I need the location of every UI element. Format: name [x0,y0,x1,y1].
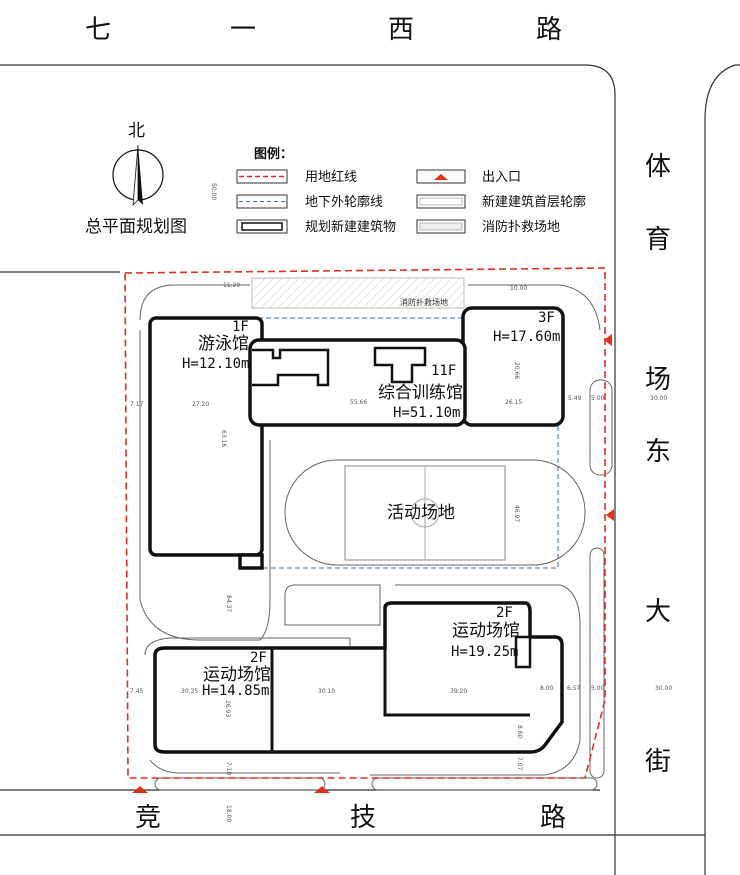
road-char: 街 [645,747,671,777]
label: 运动场馆 [452,621,520,641]
label: 30.35 [181,688,198,695]
field-label: 活动场地 [387,503,455,523]
label: 11F [431,363,456,379]
label: 8.00 [540,685,554,692]
label: H=14.85m [202,683,269,699]
entrances [132,334,614,793]
legend-label: 新建建筑首层轮廓 [482,194,586,210]
entrance-icon [606,509,614,521]
legend-label: 规划新建建筑物 [305,219,396,235]
label: H=51.10m [393,405,460,421]
label: 运动场馆 [203,665,271,685]
label: 2F [250,650,267,666]
label: 46.97 [513,505,520,522]
road-char: 大 [645,597,671,627]
road-char: 路 [536,15,562,45]
east-road-label: 体 育 场 东 大 街 [645,152,671,777]
label: 10.00 [510,285,527,292]
label: H=17.60m [493,329,560,345]
entrance-icon [132,786,148,793]
building-annex: 3F H=17.60m [461,306,565,427]
label: 50.00 [210,183,217,200]
label: 2F [496,605,513,621]
south-road-label: 竞 技 路 [135,803,566,833]
building-arenas: 2F 运动场馆 H=14.85m 2F 运动场馆 H=19.25m [153,601,564,754]
label: 1F [232,319,249,335]
building-training: 11F 综合训练馆 H=51.10m [248,338,467,427]
label: 30.00 [655,685,672,692]
activity-field: 活动场地 [284,459,586,566]
entrance-icon [314,786,330,793]
legend-label: 用地红线 [305,169,357,185]
label: 7.45 [130,688,144,695]
label: 39.20 [450,688,467,695]
label: 84.37 [225,595,232,612]
label: 27.20 [192,401,209,408]
fire-rescue-area: 消防扑救场地 [251,277,465,309]
entrance-icon [604,334,612,346]
label: 6.57 [567,685,581,692]
label: 63.16 [220,430,227,447]
label: 8.60 [516,725,523,739]
fire-area-label: 消防扑救场地 [400,297,448,307]
label: 5.49 [568,395,582,402]
label: 11.20 [223,282,240,289]
label: 55.66 [350,399,367,406]
label: 游泳馆 [198,334,249,354]
road-char: 七 [85,15,111,45]
label: 7.10 [225,762,232,776]
road-char: 技 [350,803,376,833]
legend: 图例： 用地红线 地下外轮廓线 规划新建建筑物 出入口 新建建筑首层轮廓 消防扑… [236,146,586,235]
compass: 北 总平面规划图 [85,121,187,237]
label: 综合训练馆 [378,383,463,403]
building-swimming: 1F 游泳馆 H=12.10m [148,316,264,570]
road-char: 东 [645,437,671,467]
underground-outline [257,317,559,569]
north-label: 北 [128,121,145,141]
label: H=19.25m [451,644,518,660]
legend-label: 消防扑救场地 [482,219,560,235]
legend-label: 地下外轮廓线 [305,194,383,210]
road-char: 体 [645,152,671,182]
plan-title: 总平面规划图 [85,217,187,237]
north-road-label: 七 一 西 路 [85,15,562,45]
site-boundary-line [124,267,606,779]
label: 5.00 [591,685,605,692]
dimension-labels: 50.00 11.20 10.00 7.17 27.20 63.16 55.66… [130,183,672,822]
label: H=12.10m [182,356,249,372]
label: 3F [538,310,555,326]
label: 5.00 [591,395,605,402]
legend-label: 出入口 [482,170,521,185]
road-char: 场 [645,365,671,395]
legend-heading: 图例： [254,146,293,162]
label: 26.15 [505,399,522,406]
north-arrow-icon [138,145,143,205]
label: 18.00 [225,805,232,822]
label: 26.93 [224,700,231,717]
label: 30.00 [650,395,667,402]
entrance-icon [434,174,448,180]
label: 7.07 [516,757,523,771]
label: 20.66 [513,362,520,379]
road-char: 育 [645,225,671,255]
road-char: 一 [230,15,256,45]
label: 7.17 [130,401,144,408]
road-char: 西 [388,15,414,45]
road-char: 竞 [135,803,161,833]
road-char: 路 [540,803,566,833]
label: 30.10 [318,688,335,695]
